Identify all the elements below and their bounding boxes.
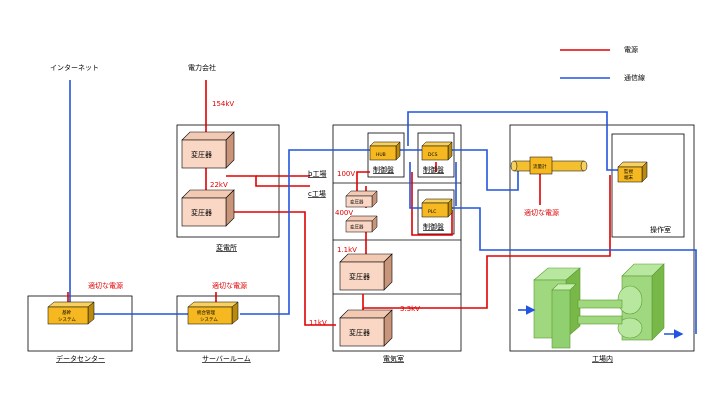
b-factory-label: b工場 [308, 169, 326, 178]
plc-device: PLC [421, 198, 453, 218]
substation-transformer-2: 変圧器 [181, 189, 235, 227]
voltage-22kv: 22kV [210, 181, 228, 189]
power-note-factory: 適切な電源 [524, 208, 559, 217]
datacenter-system-device: 基幹 システム [47, 301, 95, 325]
power-lines [67, 80, 611, 326]
transformer-label: 変圧器 [191, 208, 212, 217]
server-system-label-1: 統合管理 [197, 309, 215, 316]
legend-power-label: 電源 [624, 45, 638, 54]
factory-machine [518, 263, 684, 349]
server-room-name: サーバールーム [202, 355, 251, 363]
voltage-400v: 400V [335, 209, 353, 217]
voltage-154kv: 154kV [212, 100, 234, 108]
elec-transformer-small-1: 変圧器 [345, 190, 378, 208]
op-room-name: 操作室 [650, 225, 671, 234]
plc-label: PLC [428, 209, 436, 215]
datacenter-system-label-1: 基幹 [62, 309, 71, 316]
control-panel-label-2: 制御盤 [423, 165, 444, 174]
substation-name: 変電所 [216, 243, 237, 252]
datacenter-name: データセンター [56, 354, 105, 363]
server-system-device: 統合管理 システム [187, 301, 239, 325]
control-panel-label-3: 制御盤 [423, 222, 444, 231]
server-system-label-2: システム [200, 317, 218, 323]
monitor-label-2: 端末 [624, 174, 633, 181]
substation-transformer-1: 変圧器 [181, 131, 235, 169]
datacenter-system-label-2: システム [58, 317, 76, 323]
voltage-100v: 100V [337, 170, 355, 178]
comm-lines [69, 80, 697, 334]
transformer-label: 変圧器 [349, 272, 370, 281]
control-panel-label-1: 制御盤 [373, 165, 394, 174]
hub-label: HUB [376, 152, 386, 158]
power-note-server-room: 適切な電源 [212, 281, 247, 290]
factory-name: 工場内 [592, 354, 613, 363]
power-company-label: 電力会社 [188, 63, 216, 72]
transformer-label: 変圧器 [350, 199, 364, 206]
flowmeter: 流量計 [510, 156, 588, 175]
elec-transformer-4: 変圧器 [339, 309, 393, 347]
voltage-3-3kv: 3.3kV [400, 305, 420, 313]
flowmeter-label: 流量計 [533, 163, 547, 170]
c-factory-label: c工場 [308, 189, 326, 198]
dcs-label: DCS [428, 152, 438, 158]
legend: 電源 通信線 [560, 45, 645, 82]
op-room-box [611, 133, 685, 238]
dcs-device: DCS [421, 141, 453, 161]
internet-label: インターネット [50, 63, 99, 72]
transformer-label: 変圧器 [191, 150, 212, 159]
elec-transformer-small-2: 変圧器 [345, 215, 378, 233]
legend-comm-label: 通信線 [624, 73, 645, 82]
monitor-device: 監視 端末 [617, 161, 648, 183]
electrical-room-name: 電気室 [383, 354, 404, 363]
voltage-11kv: 11kV [309, 319, 327, 327]
power-note-datacenter: 適切な電源 [88, 281, 123, 290]
transformer-label: 変圧器 [350, 224, 364, 231]
monitor-label-1: 監視 [624, 168, 633, 175]
elec-transformer-3: 変圧器 [339, 253, 393, 291]
transformer-label: 変圧器 [349, 328, 370, 337]
voltage-1-1kv: 1.1kV [337, 246, 357, 254]
hub-device: HUB [369, 141, 401, 161]
